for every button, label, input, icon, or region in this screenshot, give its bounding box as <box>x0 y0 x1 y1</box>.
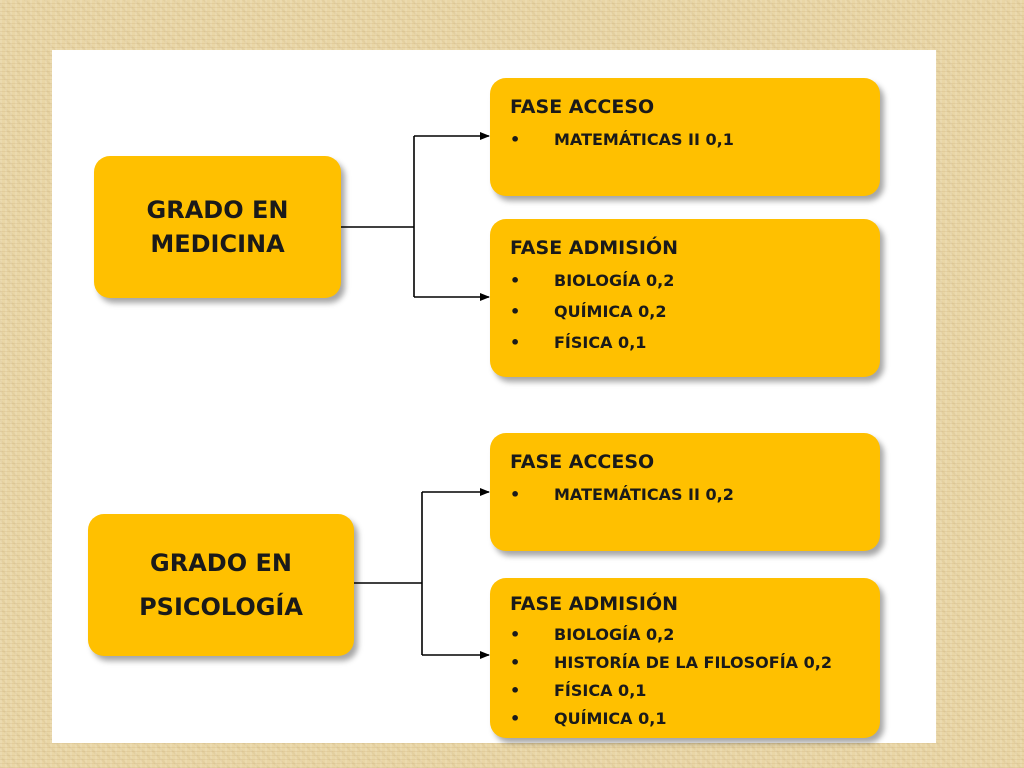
degree-box-psicologia: GRADO EN PSICOLOGÍA <box>88 514 354 656</box>
bullet: • <box>510 271 521 290</box>
psicologia-connector <box>354 488 490 659</box>
bullet: • <box>510 302 521 321</box>
medicina-fase-acceso: FASE ACCESO • MATEMÁTICAS II 0,1 <box>490 78 880 196</box>
subject-weight: BIOLOGÍA 0,2 <box>554 271 675 290</box>
medicina-fase-admision: FASE ADMISIÓN • BIOLOGÍA 0,2 • QUÍMICA 0… <box>490 219 880 377</box>
degree-title-line1: GRADO EN <box>150 549 292 577</box>
degree-box-medicina: GRADO EN MEDICINA <box>94 156 341 298</box>
bullet: • <box>510 625 521 644</box>
list-item: • BIOLOGÍA 0,2 <box>510 265 880 296</box>
bullet: • <box>510 709 521 728</box>
list-item: • HISTORÍA DE LA FILOSOFÍA 0,2 <box>510 649 880 677</box>
psicologia-fase-admision: FASE ADMISIÓN • BIOLOGÍA 0,2 • HISTORÍA … <box>490 578 880 738</box>
subject-weight: BIOLOGÍA 0,2 <box>554 625 675 644</box>
list-item: • QUÍMICA 0,1 <box>510 705 880 733</box>
medicina-connector <box>341 132 490 301</box>
subject-weight: QUÍMICA 0,1 <box>554 709 667 728</box>
degree-title-line2: MEDICINA <box>150 230 285 258</box>
subject-weight: MATEMÁTICAS II 0,2 <box>554 485 734 504</box>
psicologia-fase-acceso: FASE ACCESO • MATEMÁTICAS II 0,2 <box>490 433 880 551</box>
list-item: • QUÍMICA 0,2 <box>510 296 880 327</box>
list-item: • MATEMÁTICAS II 0,2 <box>510 479 880 510</box>
list-item: • BIOLOGÍA 0,2 <box>510 621 880 649</box>
degree-title-line2: PSICOLOGÍA <box>139 593 303 621</box>
subject-weight: HISTORÍA DE LA FILOSOFÍA 0,2 <box>554 653 832 672</box>
phase-title: FASE ADMISIÓN <box>510 593 679 615</box>
bullet: • <box>510 130 521 149</box>
degree-title-line1: GRADO EN <box>146 196 289 224</box>
bullet: • <box>510 333 521 352</box>
subject-weight: QUÍMICA 0,2 <box>554 302 667 321</box>
slide: GRADO EN MEDICINA FASE ACCESO • MATEMÁTI… <box>52 50 936 743</box>
list-item: • MATEMÁTICAS II 0,1 <box>510 124 880 155</box>
subject-weight: FÍSICA 0,1 <box>554 333 647 352</box>
bullet: • <box>510 681 521 700</box>
phase-title: FASE ACCESO <box>510 96 655 118</box>
connector-lines <box>341 132 490 659</box>
list-item: • FÍSICA 0,1 <box>510 327 880 358</box>
bullet: • <box>510 653 521 672</box>
subject-weight: FÍSICA 0,1 <box>554 681 647 700</box>
phase-title: FASE ACCESO <box>510 451 655 473</box>
phase-title: FASE ADMISIÓN <box>510 237 679 259</box>
subject-weight: MATEMÁTICAS II 0,1 <box>554 130 734 149</box>
list-item: • FÍSICA 0,1 <box>510 677 880 705</box>
bullet: • <box>510 485 521 504</box>
